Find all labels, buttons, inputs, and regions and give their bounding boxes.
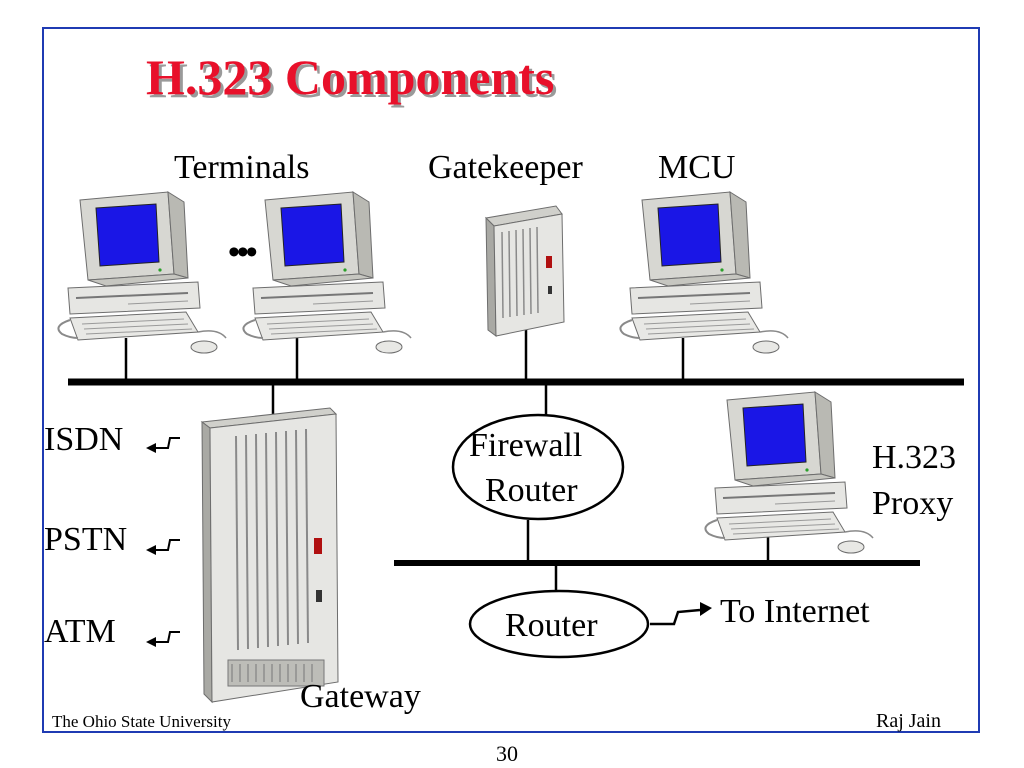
proxy-label-line2: Proxy [872, 485, 954, 522]
slide-frame [42, 27, 980, 733]
atm-label: ATM [44, 613, 116, 650]
gateway-label: Gateway [300, 678, 421, 715]
footer-university: The Ohio State University [52, 712, 231, 731]
footer-author: Raj Jain [876, 710, 941, 732]
firewall-router-node [451, 413, 625, 521]
router-label: Router [505, 607, 598, 644]
router-node [468, 589, 650, 659]
terminals-label: Terminals [174, 149, 310, 186]
isdn-arrow-icon [145, 437, 181, 454]
gateway-server-rack-icon [200, 407, 339, 704]
firewall-label: Firewall [469, 427, 583, 464]
mcu-computer-icon [619, 191, 789, 354]
proxy-label-line1: H.323 [872, 439, 957, 476]
gatekeeper-label: Gatekeeper [428, 149, 583, 186]
gatekeeper-server-rack-icon [484, 205, 565, 338]
pstn-label: PSTN [44, 521, 128, 558]
terminal-computer-icon [57, 191, 227, 354]
terminal-computer-icon [242, 191, 412, 354]
mcu-label: MCU [658, 149, 736, 186]
slide-title: H.323 Components [146, 49, 555, 105]
firewall-router-label: Router [485, 472, 578, 509]
proxy-computer-icon [704, 391, 874, 554]
ellipsis-label: ••• [228, 234, 258, 271]
pstn-arrow-icon [145, 539, 181, 556]
page-number: 30 [496, 741, 518, 766]
atm-arrow-icon [145, 631, 181, 648]
isdn-label: ISDN [44, 421, 124, 458]
to-internet-arrow-icon [650, 602, 712, 626]
to-internet-label: To Internet [720, 593, 870, 630]
